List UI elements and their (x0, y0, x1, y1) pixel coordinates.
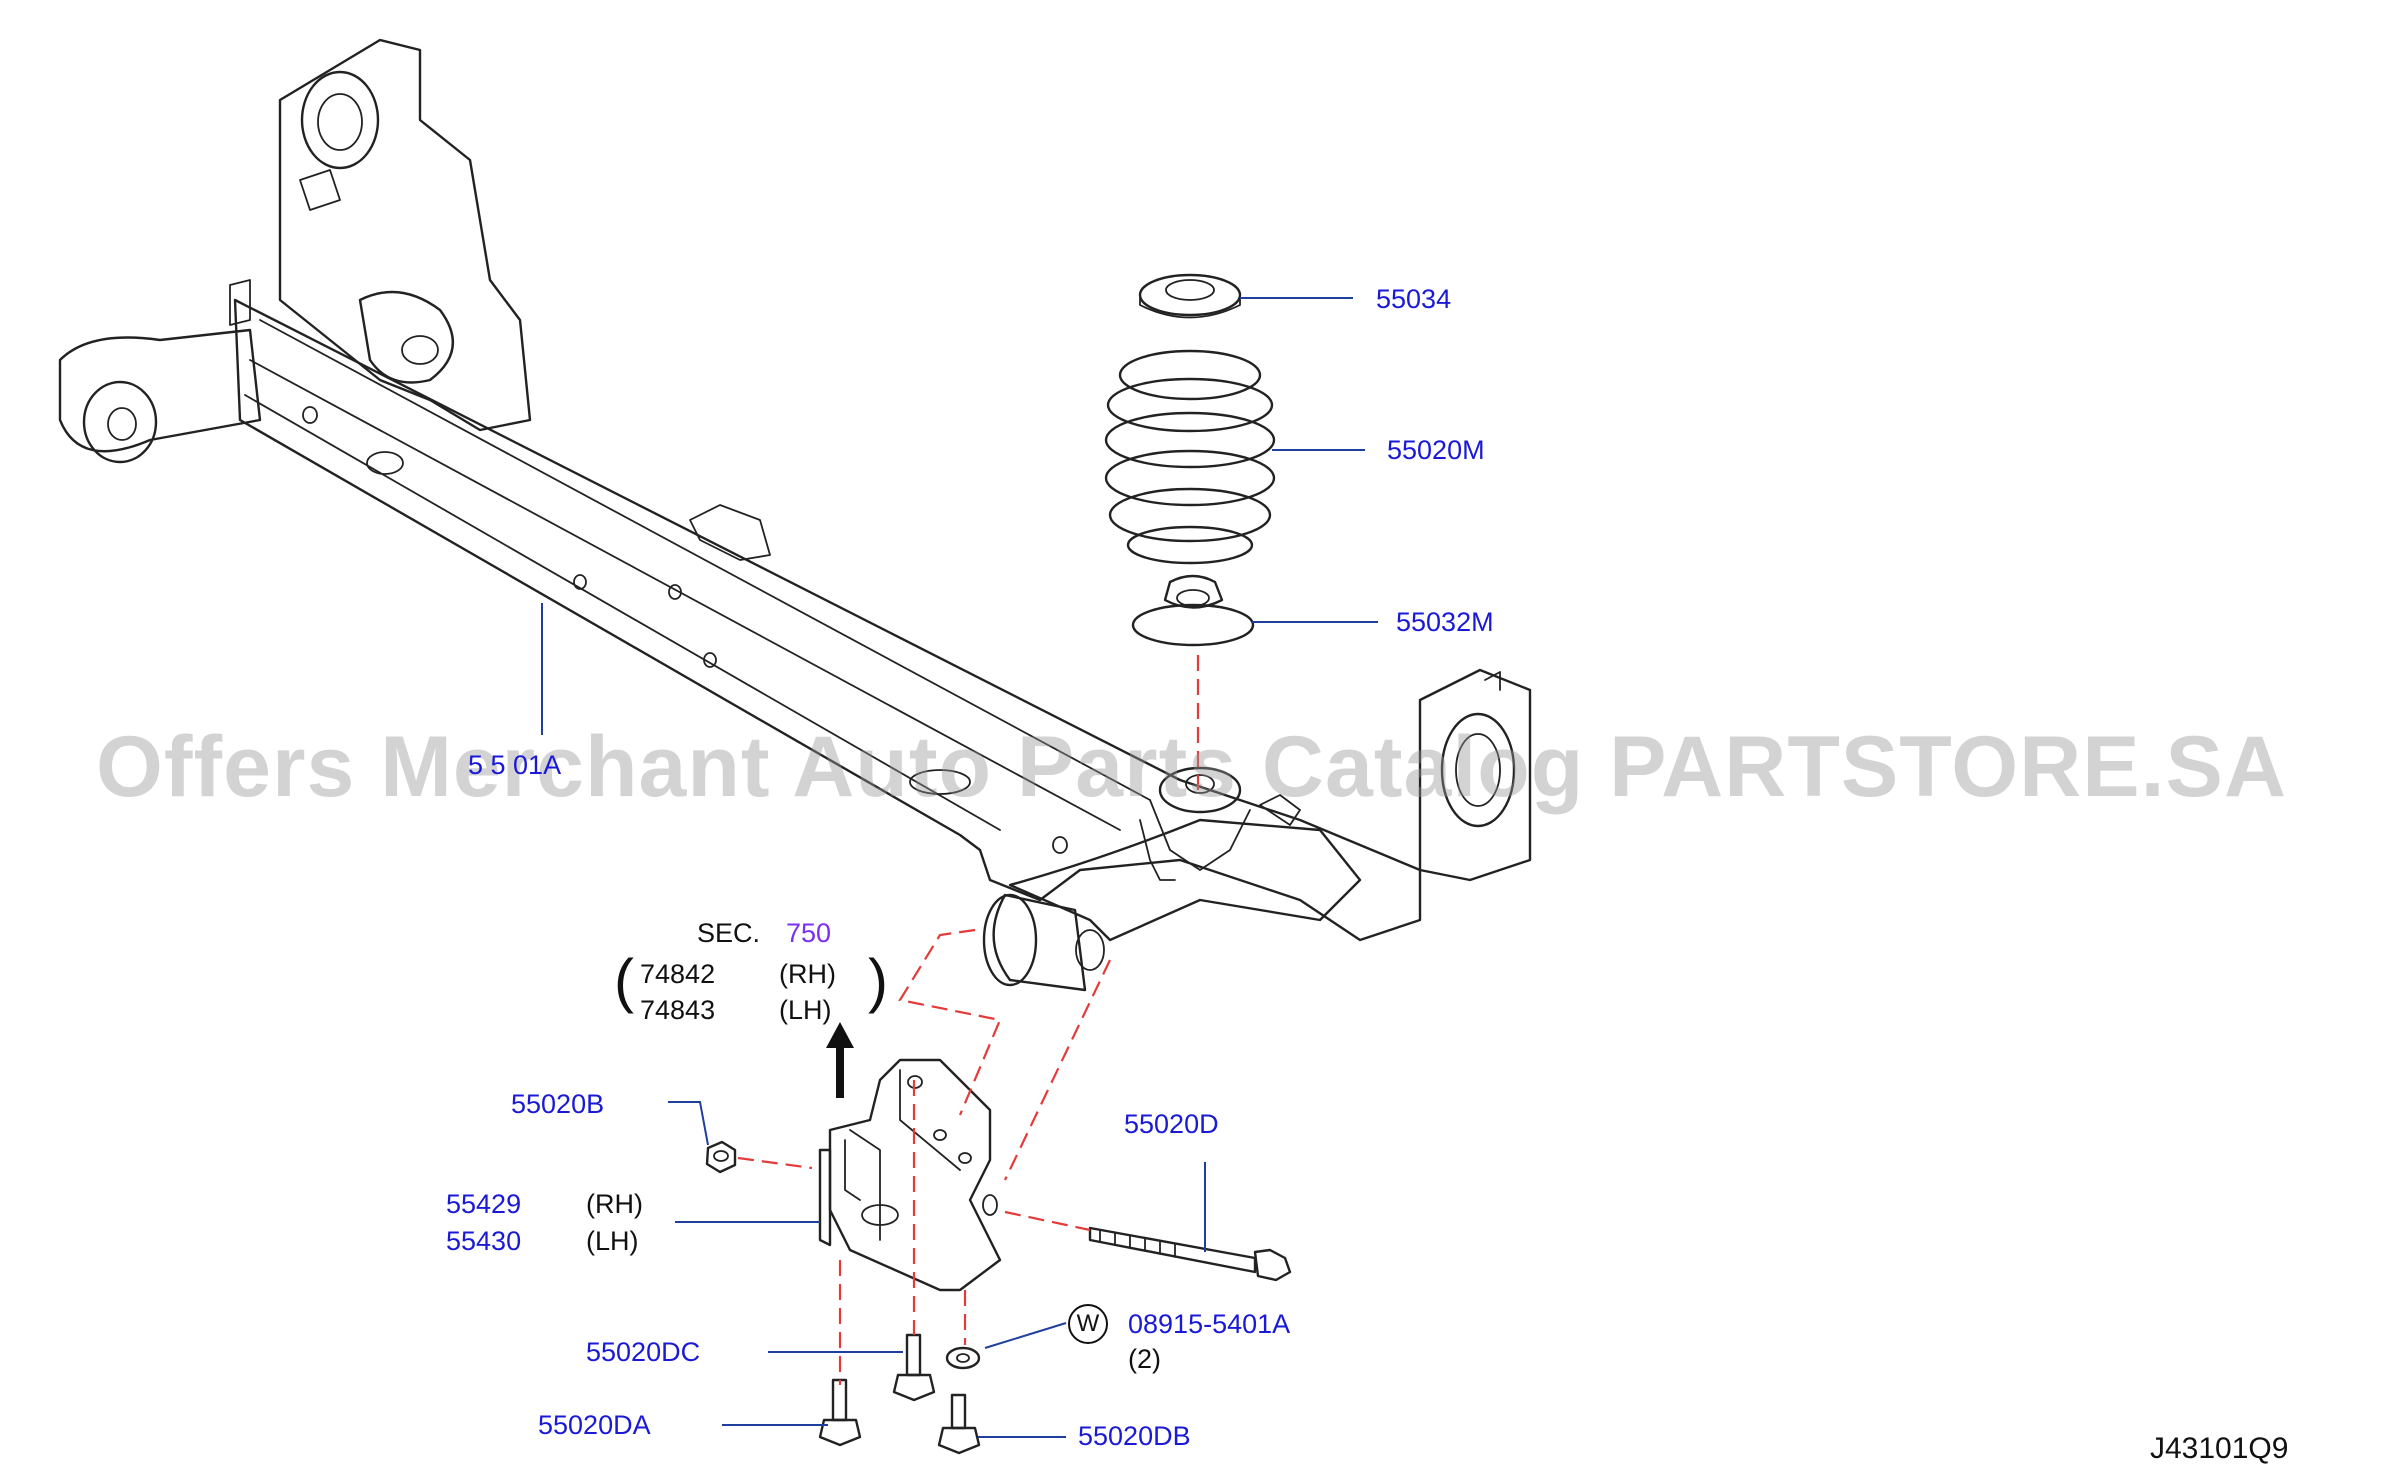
washer (945, 1346, 981, 1370)
open-paren: ( (614, 947, 634, 1014)
label-55032M[interactable]: 55032M (1396, 607, 1494, 637)
label-55429-side: (RH) (586, 1189, 643, 1219)
label-08915-5401A[interactable]: 08915-5401A (1128, 1309, 1291, 1339)
rear-axle-beam (58, 38, 1532, 992)
label-55034[interactable]: 55034 (1376, 284, 1452, 314)
leader-lines (541, 297, 1378, 1438)
washer-hole (956, 1353, 970, 1363)
label-beam[interactable]: 5 5 01A (468, 750, 562, 780)
label-quantity: (2) (1128, 1344, 1161, 1374)
section-number[interactable]: 750 (786, 918, 832, 948)
label-55020DA[interactable]: 55020DA (538, 1410, 651, 1440)
section-prefix: SEC. (697, 918, 761, 948)
label-55020D[interactable]: 55020D (1124, 1109, 1219, 1139)
label-74842-side: (RH) (779, 959, 836, 989)
flange-nut (705, 1140, 737, 1174)
label-55020B[interactable]: 55020B (511, 1089, 605, 1119)
label-55429[interactable]: 55429 (446, 1189, 522, 1219)
label-55020M[interactable]: 55020M (1387, 435, 1485, 465)
label-74843: 74843 (640, 995, 716, 1025)
label-55430-side: (LH) (586, 1226, 639, 1256)
label-55020DC[interactable]: 55020DC (586, 1337, 701, 1367)
bolt-da (818, 1378, 862, 1447)
long-bolt (1088, 1226, 1292, 1282)
label-74843-side: (LH) (779, 995, 832, 1025)
bolt-db (937, 1393, 981, 1455)
diagram-code: J43101Q9 (2150, 1432, 2289, 1465)
close-paren: ) (868, 947, 888, 1014)
coil-spring (1104, 349, 1276, 565)
mounting-bracket (818, 1058, 1002, 1292)
watermark: Offers Merchant Auto Parts Catalog PARTS… (96, 719, 2287, 815)
lower-spring-seat (1131, 574, 1255, 647)
w-symbol: W (1068, 1304, 1108, 1344)
label-55020DB[interactable]: 55020DB (1078, 1421, 1191, 1451)
upper-spring-seat (1138, 273, 1242, 319)
bolt-dc (892, 1333, 936, 1402)
section-arrow (826, 1022, 854, 1098)
alignment-lines (737, 655, 1200, 1385)
label-74842: 74842 (640, 959, 716, 989)
label-55430[interactable]: 55430 (446, 1226, 522, 1256)
